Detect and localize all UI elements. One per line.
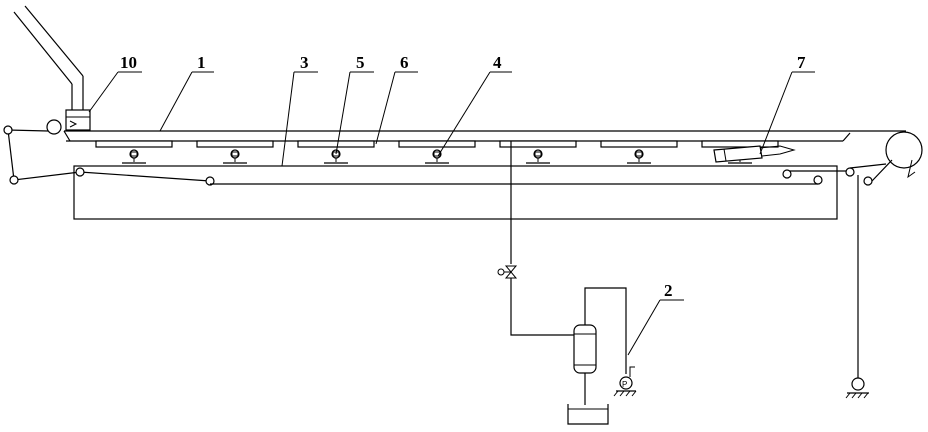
counterweight bbox=[845, 175, 869, 399]
return-roller bbox=[3, 125, 13, 135]
return-roller bbox=[75, 167, 85, 177]
label-5: 5 bbox=[356, 53, 365, 72]
pump: P bbox=[613, 366, 637, 397]
frame-body bbox=[73, 165, 838, 220]
return-roller bbox=[813, 175, 823, 185]
label-2: 2 bbox=[664, 281, 673, 300]
nozzle-fixture bbox=[122, 149, 146, 164]
pipeline bbox=[497, 141, 574, 336]
return-roller bbox=[845, 167, 855, 177]
nozzle-fixture bbox=[627, 149, 651, 164]
nozzle-fixture bbox=[324, 149, 348, 164]
label-1: 1 bbox=[197, 53, 206, 72]
return-roller bbox=[863, 176, 873, 186]
plate bbox=[297, 140, 375, 148]
plate bbox=[499, 140, 577, 148]
label-3: 3 bbox=[300, 53, 309, 72]
svg-text:P: P bbox=[622, 380, 627, 389]
plate bbox=[600, 140, 678, 148]
cylinder bbox=[713, 145, 796, 163]
return-roller bbox=[205, 176, 215, 186]
nozzle-fixture bbox=[425, 149, 449, 164]
plate bbox=[398, 140, 476, 148]
plate bbox=[196, 140, 274, 148]
plate bbox=[701, 140, 779, 148]
label-10: 10 bbox=[120, 53, 137, 72]
label-7: 7 bbox=[797, 53, 806, 72]
plate-row bbox=[95, 140, 779, 164]
leader-lines bbox=[88, 71, 815, 356]
feed-chute bbox=[13, 5, 91, 131]
label-4: 4 bbox=[493, 53, 502, 72]
plate bbox=[95, 140, 173, 148]
separator-tank bbox=[567, 287, 627, 425]
return-roller bbox=[9, 175, 19, 185]
nozzle-fixture bbox=[526, 149, 550, 164]
return-roller bbox=[782, 169, 792, 179]
label-6: 6 bbox=[400, 53, 409, 72]
tail-drum bbox=[885, 131, 923, 169]
head-roller bbox=[46, 119, 62, 135]
nozzle-fixture bbox=[223, 149, 247, 164]
